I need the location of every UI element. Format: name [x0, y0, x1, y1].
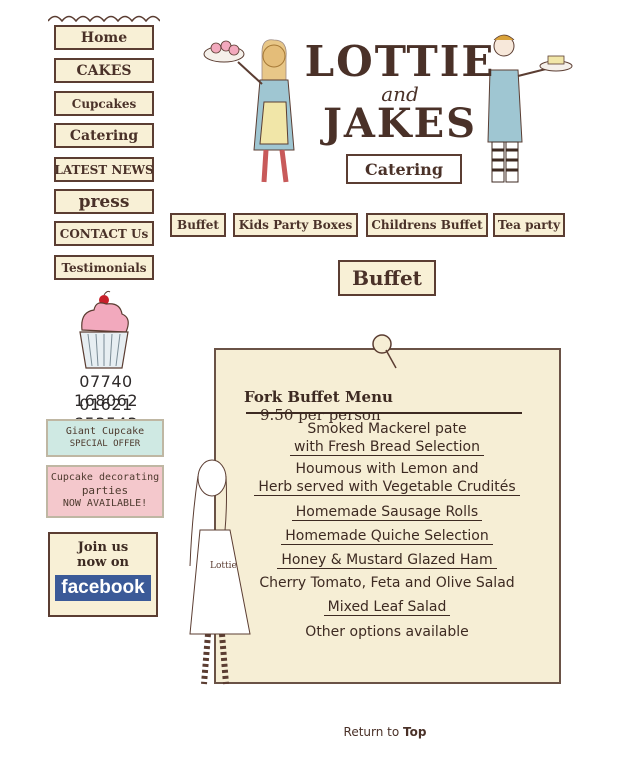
- nav-cakes-label: CAKES: [76, 62, 132, 79]
- nav-cupcakes[interactable]: Cupcakes: [54, 91, 154, 116]
- menu-item-text: Mixed Leaf Salad: [323, 599, 451, 616]
- facebook-promo[interactable]: Join us now on facebook: [48, 532, 158, 617]
- menu-item: with Fresh Bread Selection: [232, 438, 542, 456]
- subnav-tea-party[interactable]: Tea party: [493, 213, 565, 237]
- menu-item-text: Smoked Mackerel pate: [307, 421, 467, 437]
- subnav-kids-party-boxes[interactable]: Kids Party Boxes: [233, 213, 358, 237]
- menu-item-text: Cherry Tomato, Feta and Olive Salad: [259, 575, 515, 591]
- subnav-childrens-buffet[interactable]: Childrens Buffet: [366, 213, 488, 237]
- promo-cupcake-line2: SPECIAL OFFER: [69, 439, 141, 449]
- promo-decorating-line3: NOW AVAILABLE!: [62, 498, 148, 509]
- menu-title: Fork Buffet Menu: [244, 388, 393, 406]
- nav-home[interactable]: Home: [54, 25, 154, 50]
- promo-decorating-line1: Cupcake decorating: [50, 472, 160, 483]
- nav-latest-news[interactable]: LATEST NEWS: [54, 157, 154, 182]
- menu-item: Herb served with Vegetable Crudités: [232, 478, 542, 496]
- catering-badge: Catering: [346, 154, 462, 184]
- site-logo[interactable]: LOTTIE and JAKES: [300, 40, 500, 144]
- nav-contact-label: CONTACT Us: [59, 226, 149, 241]
- nav-home-label: Home: [80, 29, 128, 46]
- facebook-join-line2: now on: [77, 555, 129, 570]
- nav-catering-label: Catering: [69, 127, 139, 144]
- menu-item-text: Houmous with Lemon and: [295, 461, 479, 477]
- return-to-text: Return to: [343, 725, 400, 739]
- giant-cupcake-offer[interactable]: Giant Cupcake SPECIAL OFFER: [46, 419, 164, 457]
- menu-item: Mixed Leaf Salad: [232, 598, 542, 616]
- nav-latest-news-label: LATEST NEWS: [54, 162, 154, 177]
- menu-item: Honey & Mustard Glazed Ham: [232, 551, 542, 569]
- menu-item: Houmous with Lemon and: [232, 460, 542, 478]
- subnav-tea-party-label: Tea party: [497, 218, 561, 232]
- nav-cupcakes-label: Cupcakes: [71, 96, 137, 111]
- promo-decorating-line2: parties: [81, 484, 129, 497]
- menu-item-text: Herb served with Vegetable Crudités: [254, 479, 520, 496]
- nav-press[interactable]: press: [54, 189, 154, 214]
- logo-line3: JAKES: [322, 100, 478, 147]
- lottie-sketch-illustration: Lottie: [189, 459, 251, 685]
- menu-divider: [246, 412, 522, 414]
- menu-item: Homemade Sausage Rolls: [232, 503, 542, 521]
- menu-item-text: Honey & Mustard Glazed Ham: [277, 552, 497, 569]
- subnav-buffet[interactable]: Buffet: [170, 213, 226, 237]
- menu-item-text: Homemade Sausage Rolls: [291, 504, 483, 521]
- page-title: Buffet: [338, 260, 436, 296]
- logo-line1: LOTTIE: [304, 37, 496, 86]
- facebook-logo[interactable]: facebook: [55, 575, 151, 601]
- logo-line2: and: [381, 82, 419, 106]
- facebook-join-line1: Join us: [77, 540, 129, 555]
- menu-item: Cherry Tomato, Feta and Olive Salad: [232, 574, 542, 592]
- phone-number-1: 07740 168062: [73, 372, 139, 410]
- subnav-kids-party-boxes-label: Kids Party Boxes: [238, 218, 353, 232]
- menu-item: Smoked Mackerel pate: [232, 420, 542, 438]
- nav-cakes[interactable]: CAKES: [54, 58, 154, 83]
- nav-press-label: press: [78, 191, 130, 212]
- nav-contact[interactable]: CONTACT Us: [54, 221, 154, 246]
- menu-item: Homemade Quiche Selection: [232, 527, 542, 545]
- subnav-buffet-label: Buffet: [177, 218, 219, 232]
- lottie-illustration: [203, 39, 295, 183]
- menu-title-row: Fork Buffet Menu 9.50 per person: [244, 388, 524, 424]
- menu-item-text: with Fresh Bread Selection: [290, 439, 484, 456]
- pin-icon: [372, 334, 397, 369]
- svg-text:Lottie: Lottie: [210, 561, 237, 571]
- cupcake-decorating-promo[interactable]: Cupcake decorating parties NOW AVAILABLE…: [46, 465, 164, 518]
- nav-catering[interactable]: Catering: [54, 123, 154, 148]
- nav-testimonials-label: Testimonials: [61, 260, 147, 275]
- scallop-decoration: [48, 15, 160, 22]
- nav-testimonials[interactable]: Testimonials: [54, 255, 154, 280]
- menu-item-text: Other options available: [305, 624, 469, 640]
- menu-item-text: Homemade Quiche Selection: [281, 528, 493, 545]
- promo-cupcake-line1: Giant Cupcake: [65, 426, 145, 437]
- cupcake-icon: [79, 290, 129, 369]
- footer: Return to Top: [300, 725, 470, 739]
- menu-card: [214, 348, 561, 684]
- top-link[interactable]: Top: [403, 725, 427, 739]
- menu-item: Other options available: [232, 623, 542, 641]
- subnav-childrens-buffet-label: Childrens Buffet: [371, 218, 483, 232]
- menu-price: 9.50 per person: [260, 406, 381, 424]
- jake-illustration: [487, 34, 573, 183]
